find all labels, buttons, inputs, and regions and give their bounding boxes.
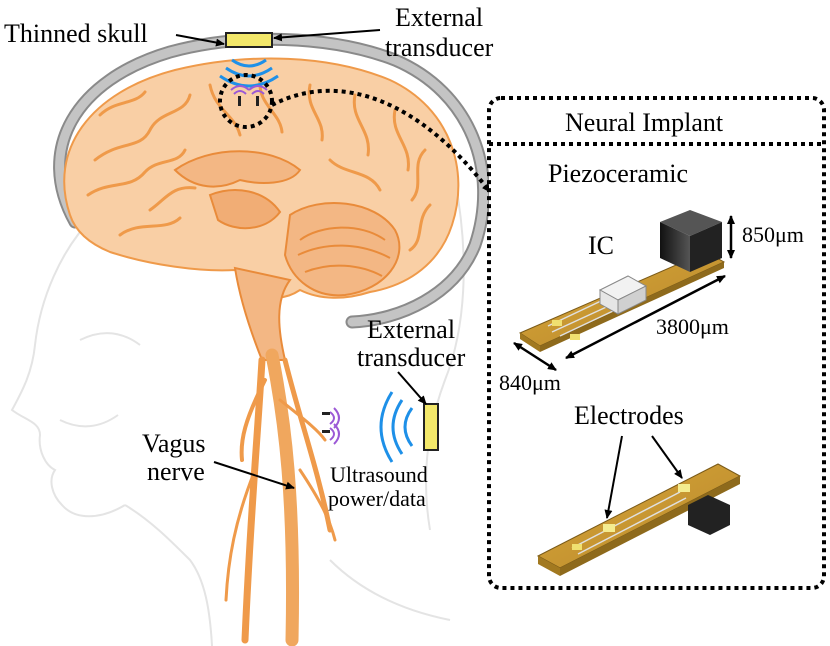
- external-transducer-top-arrow: [273, 29, 381, 42]
- head-sketch: [10, 179, 465, 646]
- external-transducer-bottom-arrow: [397, 371, 427, 405]
- thinned-skull-arrow: [175, 34, 225, 47]
- thinned-skull-label: Thinned skull: [4, 19, 148, 48]
- vagus-nerve-label-2: nerve: [147, 457, 205, 486]
- electrode-pad-1: [603, 524, 615, 532]
- electrodes-arrow-2: [651, 435, 683, 479]
- dim-width-label: 840μm: [499, 370, 561, 395]
- ultrasound-label-1: Ultrasound: [330, 462, 428, 487]
- vagus-implant-signal: [329, 407, 340, 445]
- dim-length-label: 3800μm: [656, 314, 729, 339]
- external-transducer-bottom-label-1: External: [367, 315, 455, 344]
- ultrasound-waves-top: [219, 58, 279, 88]
- vagus-nerve: [224, 348, 337, 646]
- electrodes-arrow-1: [604, 435, 623, 519]
- electrodes-label: Electrodes: [574, 401, 684, 430]
- dim-width-arrow: [513, 341, 557, 372]
- external-transducer-bottom: [423, 403, 439, 451]
- dim-length-arrow: [565, 274, 726, 360]
- vagus-nerve-arrow: [213, 461, 295, 490]
- neural-implant-inset: Neural Implant Piezoceramic IC 850μm 380…: [487, 96, 826, 590]
- electrode-pad-2: [678, 484, 690, 492]
- external-transducer-top-label-1: External: [395, 3, 483, 32]
- external-transducer-bottom-label-2: transducer: [357, 343, 466, 372]
- implant-bottom-view: [536, 463, 742, 576]
- ultrasound-waves-bottom: [379, 391, 414, 463]
- ic-label: IC: [588, 231, 614, 260]
- ultrasound-label-2: power/data: [328, 486, 426, 511]
- external-transducer-top-label-2: transducer: [385, 33, 494, 62]
- vagus-nerve-label-1: Vagus: [142, 429, 206, 458]
- external-transducer-top: [225, 32, 273, 48]
- zoom-circle: [218, 73, 274, 129]
- inset-title: Neural Implant: [565, 108, 724, 137]
- piezoceramic-label: Piezoceramic: [548, 159, 688, 188]
- brain: [63, 57, 460, 361]
- brain-implant-signal: [230, 85, 268, 95]
- piezoceramic-block: [660, 210, 722, 272]
- dim-height-label: 850μm: [742, 222, 804, 247]
